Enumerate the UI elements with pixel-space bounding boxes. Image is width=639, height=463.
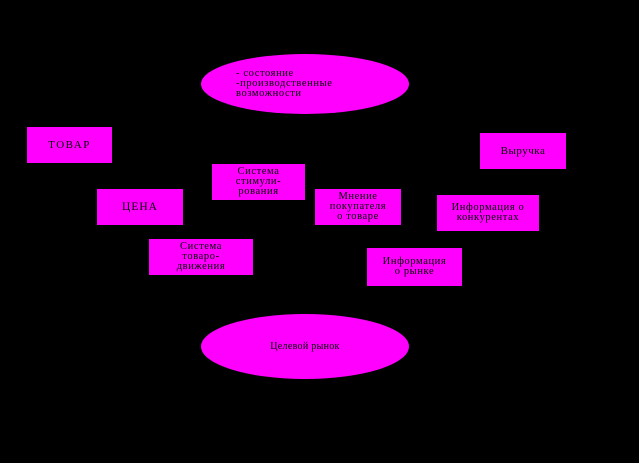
node-distribution-system-label: Система товаро- движения [176, 241, 226, 272]
node-stimulation-system-label: Система стимули- рования [235, 166, 282, 197]
node-production-state: - состояние -производственные возможност… [201, 54, 409, 114]
node-revenue-label: Выручка [500, 145, 546, 157]
node-market-info-label: Информация о рынке [382, 256, 447, 277]
node-target-market: Целевой рынок [201, 314, 409, 379]
node-target-market-label: Целевой рынок [270, 340, 340, 352]
node-customer-opinion-label: Мнение покупателя о товаре [329, 191, 387, 222]
node-production-state-label: - состояние -производственные возможност… [236, 68, 333, 99]
node-competitor-info: Информация о конкурентах [437, 195, 539, 231]
node-stimulation-system: Система стимули- рования [212, 164, 305, 200]
node-competitor-info-label: Информация о конкурентах [451, 202, 525, 223]
node-product-label: ТОВАР [48, 139, 91, 151]
node-customer-opinion: Мнение покупателя о товаре [315, 189, 401, 225]
node-market-info: Информация о рынке [367, 248, 462, 286]
node-price-label: ЦЕНА [122, 201, 158, 213]
node-distribution-system: Система товаро- движения [149, 239, 253, 275]
node-product: ТОВАР [27, 127, 112, 163]
node-price: ЦЕНА [97, 189, 183, 225]
node-revenue: Выручка [480, 133, 566, 169]
